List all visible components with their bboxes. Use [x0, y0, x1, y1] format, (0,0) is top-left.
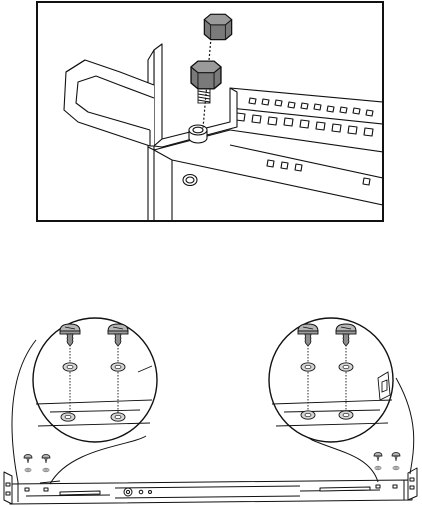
left-callout-circle [33, 318, 157, 442]
washer-icon [111, 363, 125, 371]
screw-icon [392, 453, 400, 462]
washer-icon [375, 466, 381, 470]
washer-icon [25, 468, 31, 472]
screw-icon [42, 455, 50, 464]
washer-icon [61, 413, 75, 421]
top-panel [37, 2, 383, 221]
right-callout-circle [269, 318, 393, 442]
washer-icon [301, 411, 315, 419]
washer-icon [339, 411, 353, 419]
hex-nut-icon [191, 61, 221, 89]
washer-icon [301, 363, 315, 371]
washer-icon [111, 413, 125, 421]
screw-icon [24, 455, 32, 464]
stud-post [189, 125, 207, 143]
washer-icon [63, 363, 77, 371]
hex-nut-icon [204, 14, 231, 39]
washer-icon [43, 468, 49, 472]
slide-rail [4, 468, 417, 504]
screw-icon [374, 453, 382, 462]
threaded-stud [198, 88, 210, 103]
washer-icon [393, 466, 399, 470]
washer-icon [339, 363, 353, 371]
small-screws [24, 453, 400, 472]
bottom-panel [4, 318, 417, 504]
